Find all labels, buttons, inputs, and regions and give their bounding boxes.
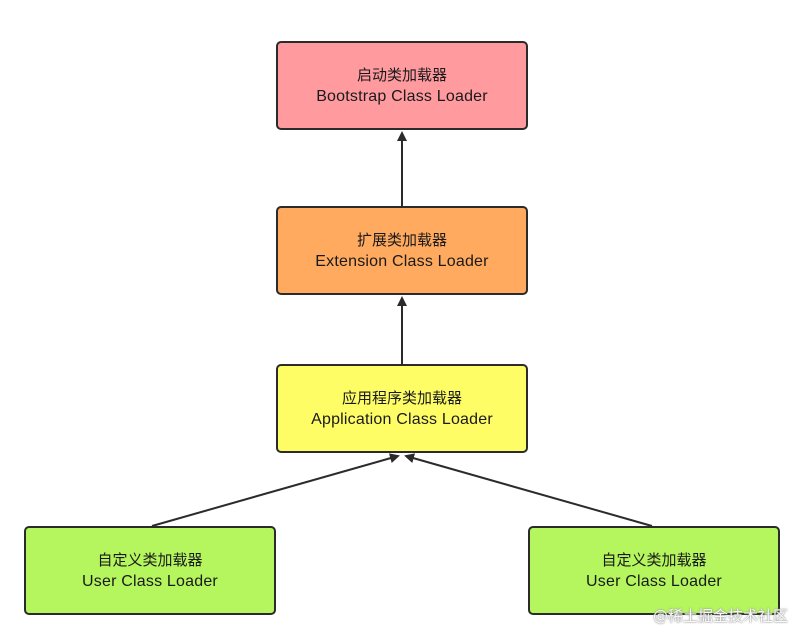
application-zh-label: 应用程序类加载器 (341, 388, 462, 407)
watermark: @稀土掘金技术社区 (652, 607, 788, 625)
user-class-loader-node-right: 自定义类加载器 User Class Loader (528, 526, 780, 615)
user-left-en-label: User Class Loader (82, 572, 218, 590)
user-left-zh-label: 自定义类加载器 (97, 550, 203, 569)
extension-en-label: Extension Class Loader (315, 252, 489, 270)
edge-user-left-to-application (151, 453, 400, 527)
bootstrap-class-loader-node: 启动类加载器 Bootstrap Class Loader (276, 41, 528, 130)
user-right-zh-label: 自定义类加载器 (601, 550, 707, 569)
extension-class-loader-node: 扩展类加载器 Extension Class Loader (276, 206, 528, 295)
application-en-label: Application Class Loader (311, 410, 493, 428)
user-right-en-label: User Class Loader (586, 572, 722, 590)
extension-zh-label: 扩展类加载器 (356, 230, 447, 249)
user-class-loader-node-left: 自定义类加载器 User Class Loader (24, 526, 276, 615)
edge-user-right-to-application (404, 453, 653, 527)
bootstrap-zh-label: 启动类加载器 (356, 65, 447, 84)
bootstrap-en-label: Bootstrap Class Loader (316, 87, 488, 105)
application-class-loader-node: 应用程序类加载器 Application Class Loader (276, 364, 528, 453)
